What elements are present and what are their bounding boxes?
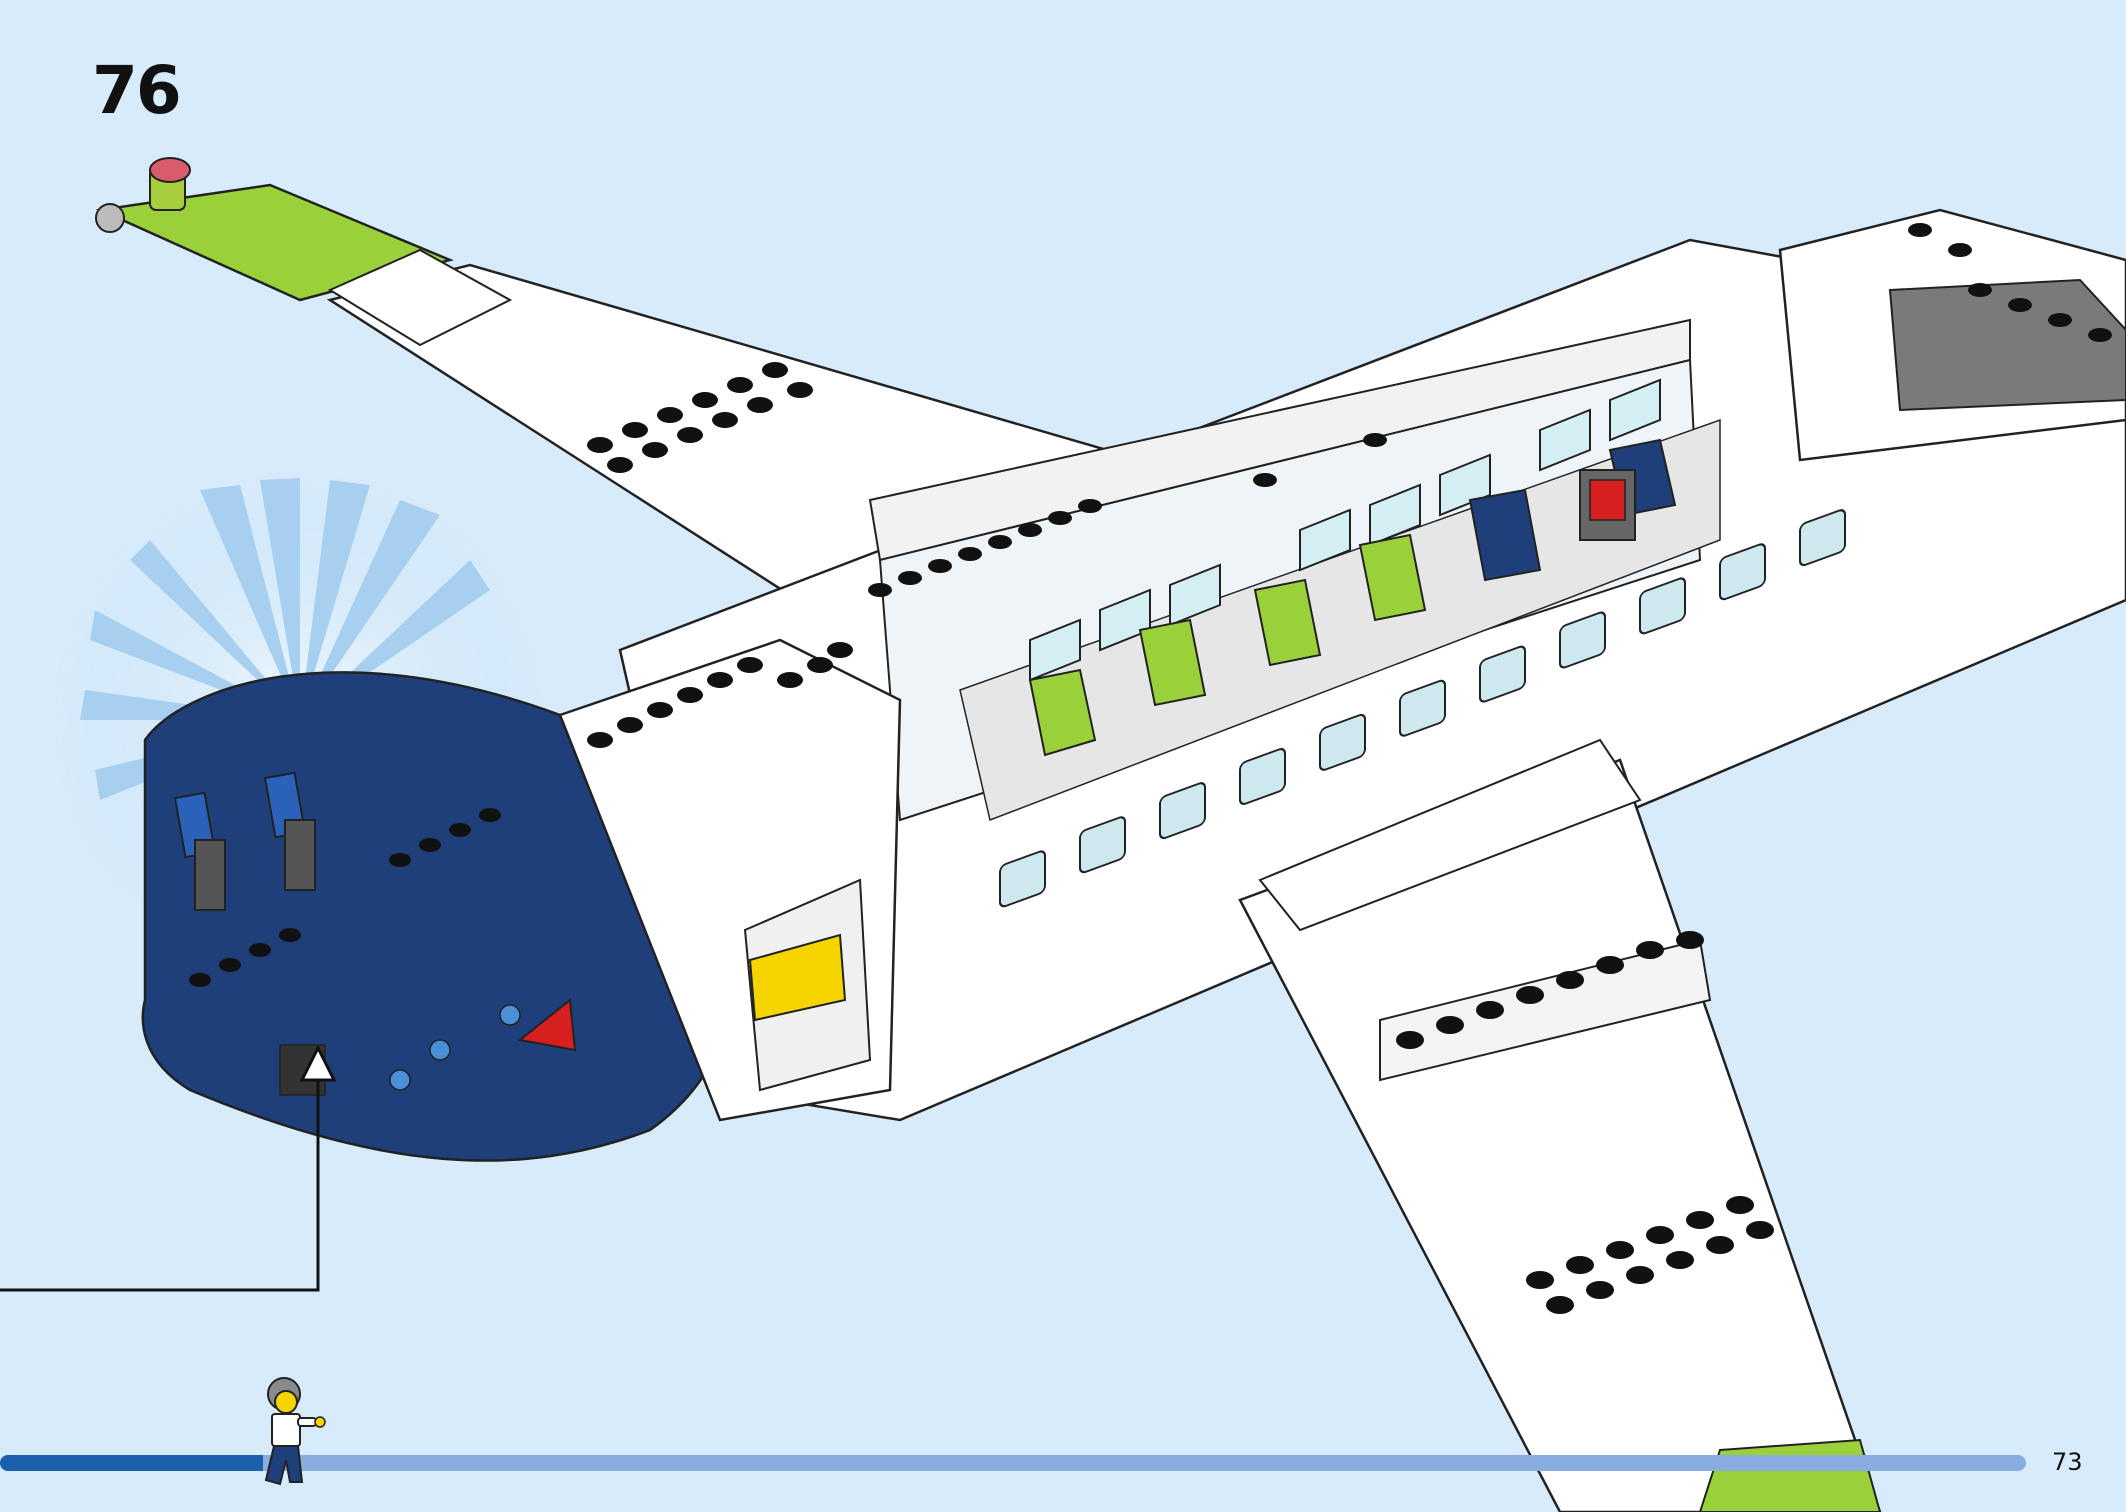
stud-cluster-near-wing [1396,931,1774,1314]
stud-cluster-nose [189,642,853,987]
antenna-pair [173,771,316,911]
minifigure-icon [264,1377,326,1486]
progress-bar-fill [0,1455,264,1471]
window-row [999,509,1846,908]
seat-row [1028,438,1677,757]
page-number: 73 [2052,1448,2083,1476]
upper-window-row [1029,378,1661,682]
arrow-up-icon [299,1044,337,1082]
step-number: 76 [92,52,182,129]
stud-cluster-top [868,223,2112,597]
stud-cluster-far-wing [587,362,813,473]
nose-section [141,638,902,1162]
progress-bar [0,1455,2026,1471]
near-wing [1238,738,1882,1512]
